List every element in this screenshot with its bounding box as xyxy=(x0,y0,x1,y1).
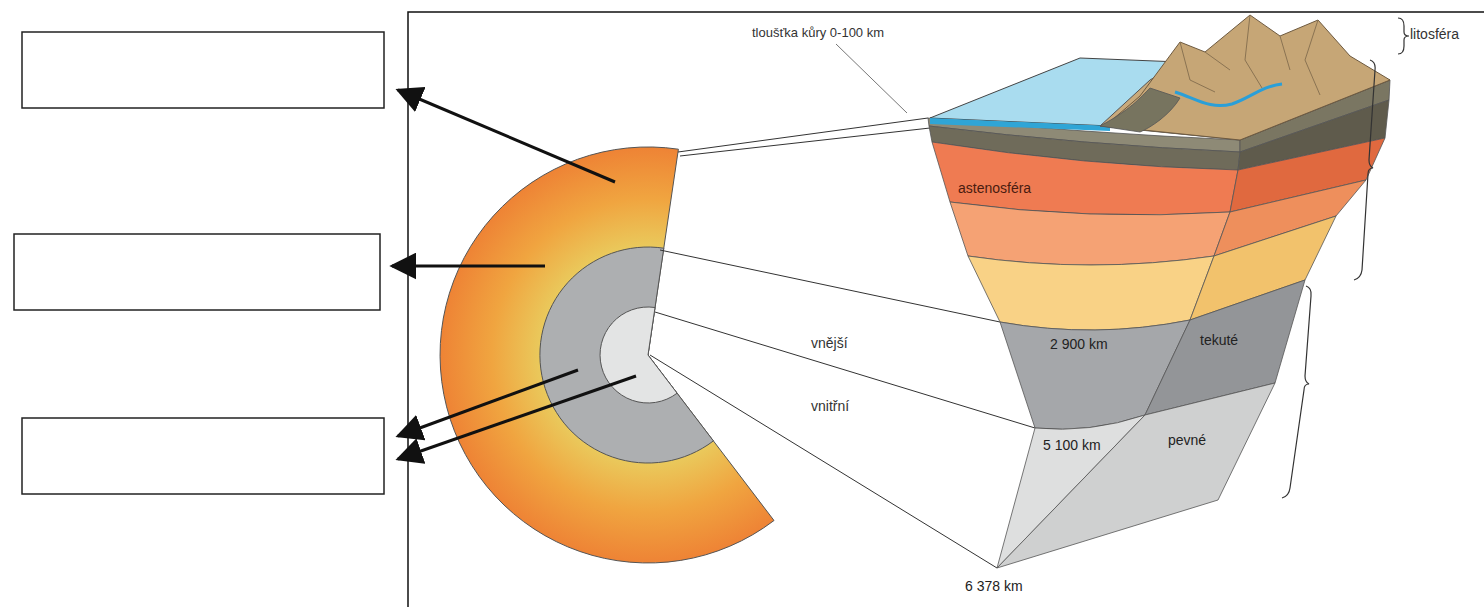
ridges xyxy=(1180,15,1320,95)
svg-path xyxy=(1180,42,1215,92)
projection-lines xyxy=(650,118,1035,568)
svg-line xyxy=(392,265,545,268)
depth-label: 2 900 km xyxy=(1050,336,1108,352)
layer-front xyxy=(932,142,1238,215)
layer-label: litosféra xyxy=(1410,26,1459,42)
layer-side xyxy=(1145,280,1305,415)
earth-block xyxy=(928,80,1390,568)
earth-section xyxy=(440,147,774,563)
layer-front xyxy=(968,256,1214,330)
core-label: vnitřní xyxy=(811,398,849,414)
depth-label: 6 378 km xyxy=(965,578,1023,594)
svg-path xyxy=(1205,52,1230,70)
svg-path xyxy=(1354,60,1375,280)
thickness-note: tloušťka kůry 0-100 km xyxy=(752,26,884,41)
svg-path xyxy=(1305,20,1320,95)
depth-label: 5 100 km xyxy=(1043,437,1101,453)
svg-line xyxy=(650,355,997,568)
answer-box xyxy=(22,32,384,108)
state-label: pevné xyxy=(1168,432,1206,448)
inner-core-section xyxy=(600,307,677,403)
layer-label: astenosféra xyxy=(958,180,1031,196)
braces xyxy=(1282,18,1409,498)
svg-line xyxy=(398,90,615,182)
svg-path xyxy=(1245,15,1262,88)
answer-box xyxy=(22,418,384,494)
pointer-arrows xyxy=(392,90,636,459)
river xyxy=(1175,84,1282,106)
continental-slope xyxy=(1100,88,1180,132)
ocean-front xyxy=(930,118,1110,131)
layer-front xyxy=(950,202,1230,265)
svg-line xyxy=(680,128,930,156)
core-label: vnější xyxy=(811,335,848,351)
svg-line xyxy=(678,118,928,152)
svg-line xyxy=(398,376,636,459)
inner-core-side xyxy=(997,383,1275,568)
svg-path xyxy=(1280,36,1290,70)
svg-path xyxy=(1398,18,1409,54)
svg-line xyxy=(655,312,1035,428)
frame xyxy=(408,12,1484,607)
state-label: tekuté xyxy=(1200,332,1238,348)
answer-box xyxy=(14,234,380,310)
svg-path xyxy=(1282,286,1311,498)
outer-core-section xyxy=(540,247,713,463)
svg-line xyxy=(660,250,1000,322)
mantle-section xyxy=(440,147,774,563)
leader-line xyxy=(836,44,907,113)
